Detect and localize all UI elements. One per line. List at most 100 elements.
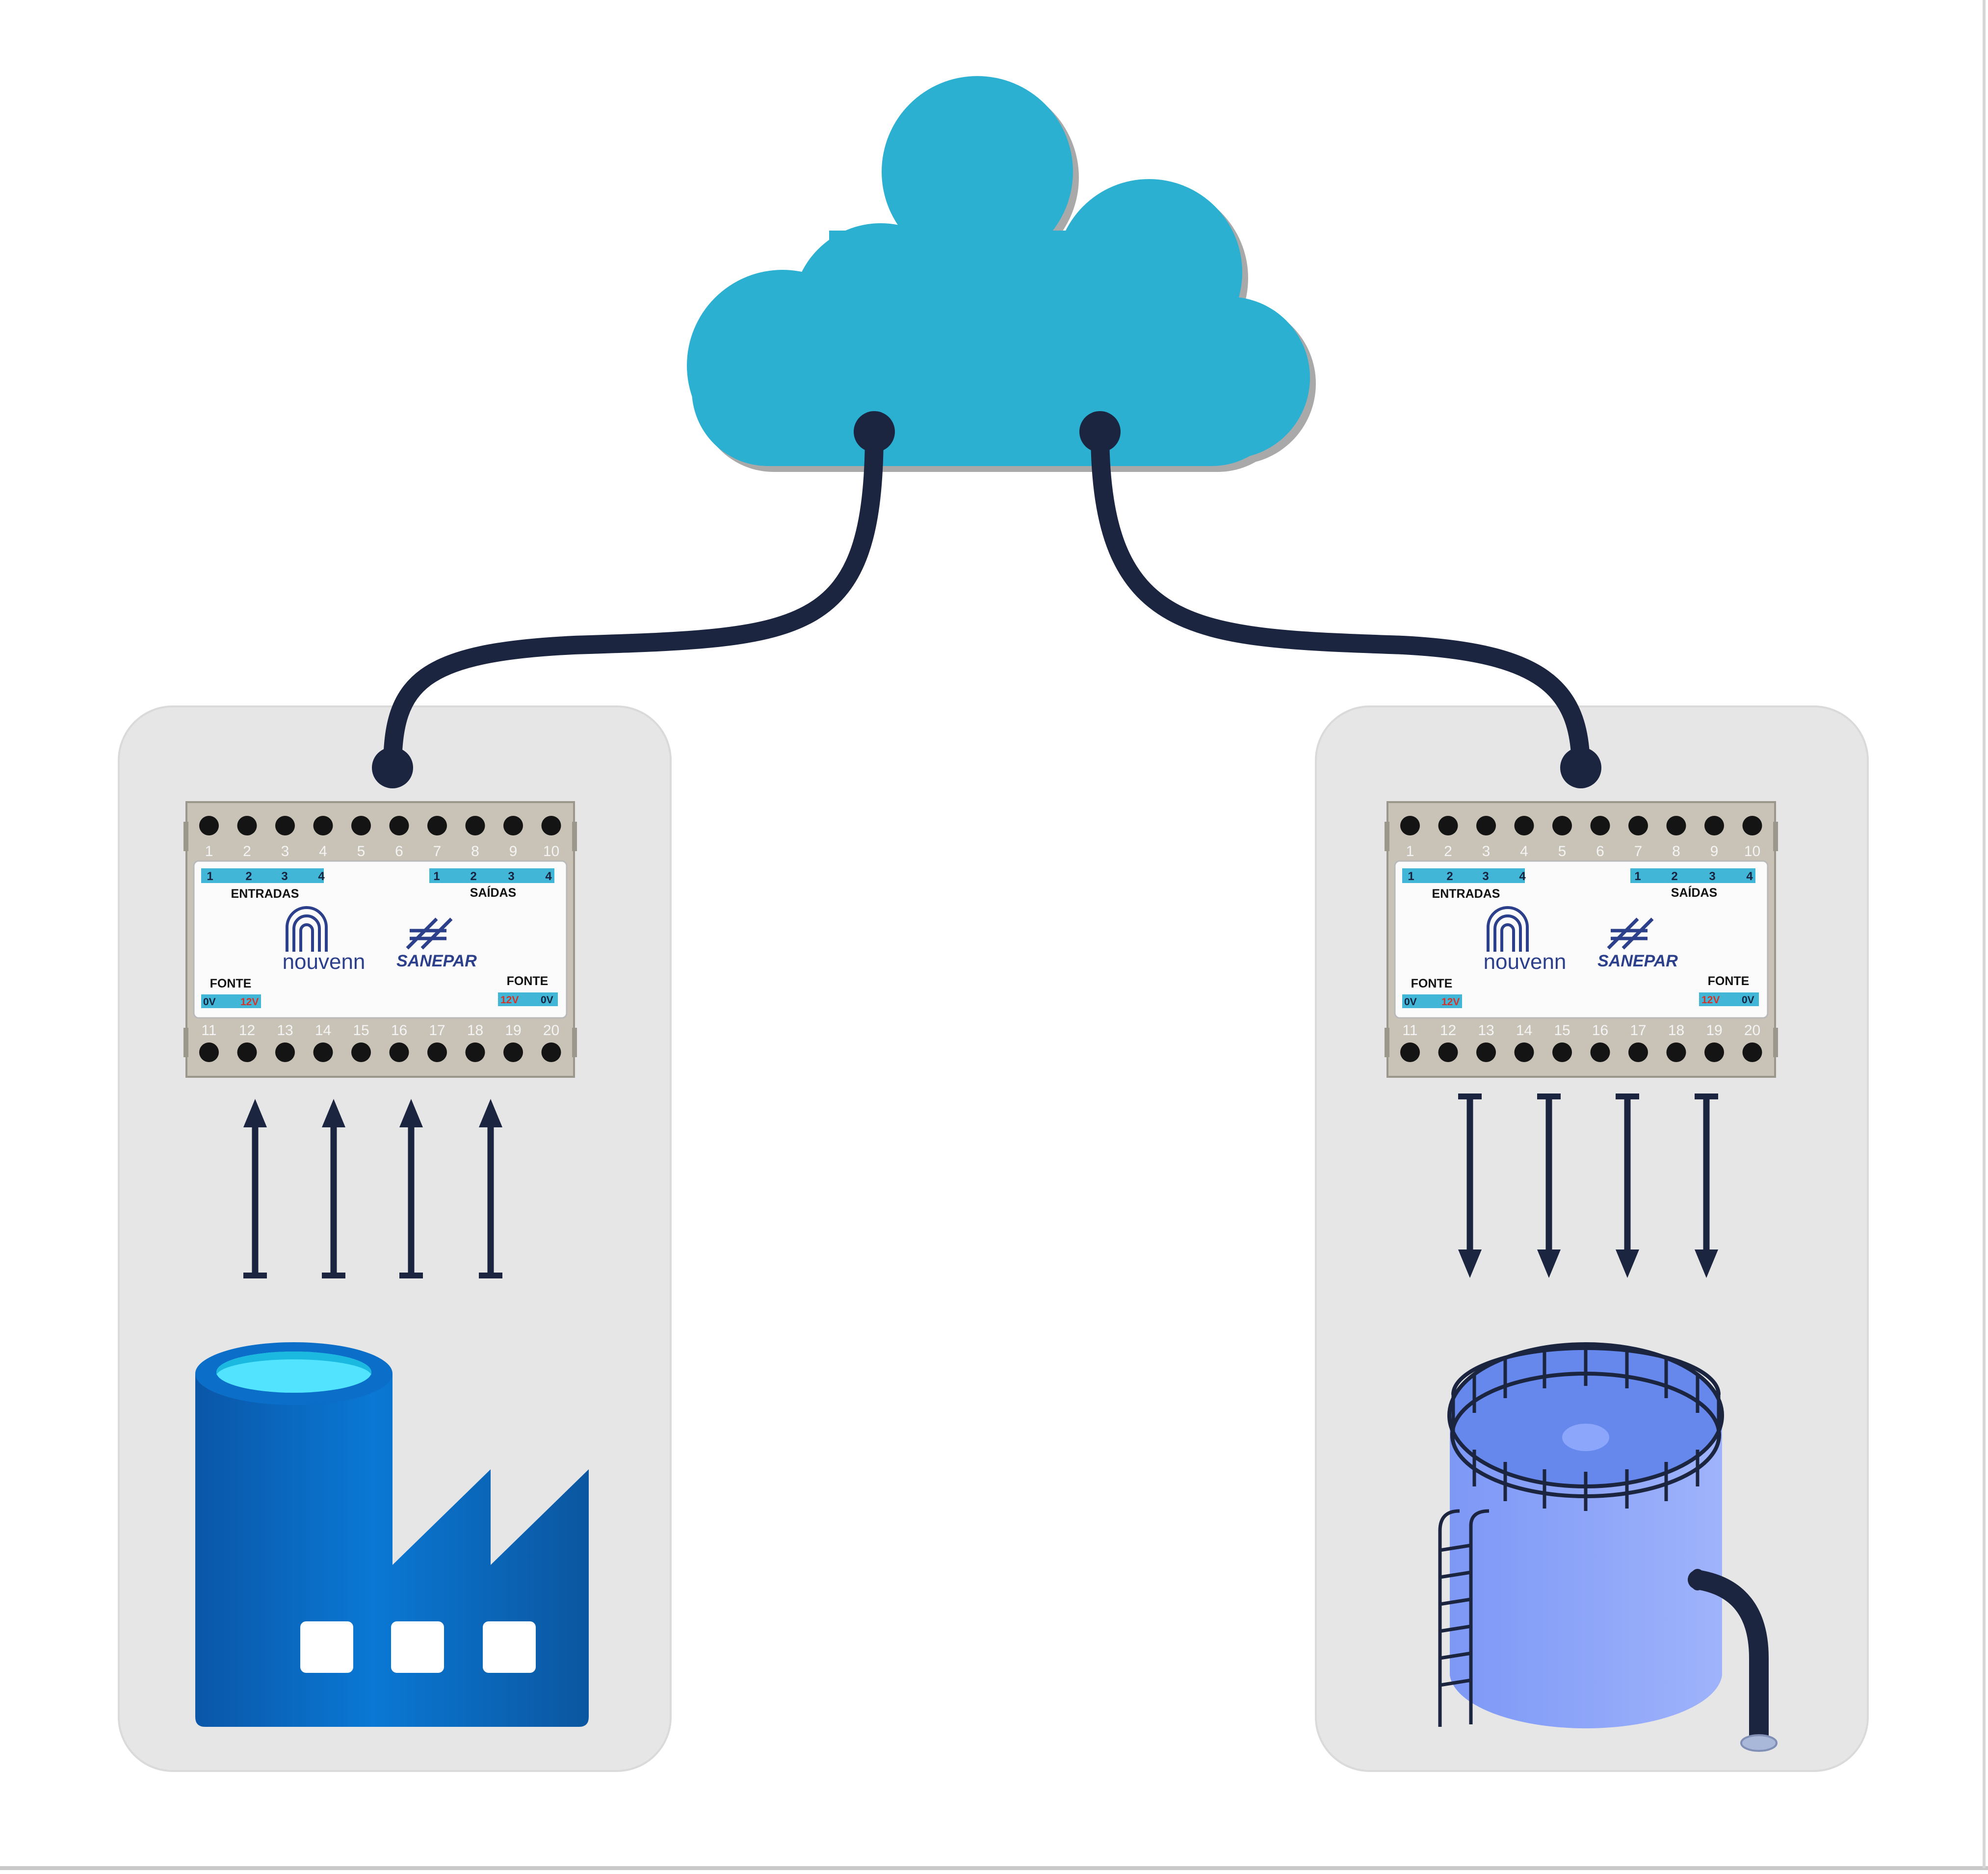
module-notch bbox=[1773, 1028, 1778, 1057]
entradas-strip-2: 2 bbox=[245, 870, 252, 883]
input-signal-arrows bbox=[243, 1099, 502, 1278]
fonte-left-label: FONTE bbox=[1411, 977, 1453, 990]
arrow-up-icon bbox=[479, 1099, 502, 1278]
terminal-hole bbox=[1400, 1042, 1420, 1062]
saidas-strip bbox=[429, 868, 554, 883]
entradas-strip-4: 4 bbox=[1519, 870, 1526, 883]
network-cables bbox=[372, 411, 1601, 788]
terminal-hole bbox=[1514, 1042, 1534, 1062]
arrow-down-icon bbox=[1458, 1093, 1482, 1278]
power-right-12v: 12V bbox=[500, 994, 519, 1006]
terminal-number: 5 bbox=[357, 843, 366, 859]
entradas-strip bbox=[201, 868, 324, 883]
terminal-number: 13 bbox=[277, 1022, 293, 1039]
arrow-down-icon bbox=[1537, 1093, 1561, 1278]
terminal-hole bbox=[1628, 1042, 1648, 1062]
entradas-strip-2: 2 bbox=[1446, 870, 1453, 883]
terminal-hole bbox=[1590, 1042, 1610, 1062]
power-left-12v: 12V bbox=[1441, 996, 1460, 1008]
terminal-number: 9 bbox=[509, 843, 518, 859]
terminal-number: 20 bbox=[543, 1022, 559, 1039]
factory-window bbox=[391, 1621, 444, 1673]
cloud-icon bbox=[687, 76, 1316, 472]
terminal-number: 14 bbox=[315, 1022, 331, 1039]
sanepar-logo-icon bbox=[1607, 917, 1654, 950]
saidas-strip-2: 2 bbox=[1671, 870, 1677, 883]
terminal-number: 13 bbox=[1478, 1022, 1494, 1039]
power-right-strip bbox=[498, 992, 558, 1006]
module-label-panel bbox=[193, 860, 568, 1019]
terminal-hole bbox=[541, 816, 561, 835]
terminal-number: 7 bbox=[433, 843, 442, 859]
module-notch bbox=[1773, 822, 1778, 851]
module-label-panel bbox=[1394, 860, 1769, 1019]
terminal-number: 17 bbox=[1630, 1022, 1646, 1039]
terminal-number: 15 bbox=[353, 1022, 369, 1039]
module-notch bbox=[572, 1028, 577, 1057]
terminal-number: 7 bbox=[1634, 843, 1643, 859]
terminal-number: 18 bbox=[467, 1022, 483, 1039]
terminal-hole bbox=[199, 816, 219, 835]
entradas-label: ENTRADAS bbox=[1432, 887, 1500, 901]
terminal-number: 2 bbox=[1444, 843, 1452, 859]
saidas-strip-4: 4 bbox=[545, 870, 552, 883]
module-notch bbox=[183, 822, 188, 851]
sanepar-brand: SANEPAR bbox=[396, 952, 477, 970]
terminal-number: 9 bbox=[1710, 843, 1719, 859]
module-notch bbox=[1385, 822, 1389, 851]
water-tank-icon bbox=[1438, 1342, 1778, 1752]
terminal-hole bbox=[1476, 816, 1496, 835]
arrow-up-icon bbox=[399, 1099, 423, 1278]
fonte-right-label: FONTE bbox=[1708, 974, 1750, 988]
module-notch bbox=[183, 1028, 188, 1057]
terminal-hole bbox=[427, 1042, 447, 1062]
power-left-12v: 12V bbox=[240, 996, 259, 1008]
saidas-strip-1: 1 bbox=[433, 870, 440, 883]
saidas-label: SAÍDAS bbox=[470, 885, 516, 900]
saidas-label: SAÍDAS bbox=[1671, 885, 1717, 900]
terminal-number: 1 bbox=[205, 843, 213, 859]
cable-right bbox=[1091, 422, 1590, 777]
fonte-right-label: FONTE bbox=[507, 974, 549, 988]
terminal-number: 4 bbox=[1520, 843, 1528, 859]
terminal-number: 12 bbox=[1440, 1022, 1456, 1039]
entradas-strip-1: 1 bbox=[207, 870, 213, 883]
terminal-number: 8 bbox=[1672, 843, 1680, 859]
terminal-number: 15 bbox=[1554, 1022, 1570, 1039]
entradas-strip-1: 1 bbox=[1408, 870, 1414, 883]
power-right-0v: 0V bbox=[541, 994, 553, 1006]
terminal-number: 19 bbox=[1706, 1022, 1722, 1039]
power-right-12v: 12V bbox=[1701, 994, 1720, 1006]
terminal-hole bbox=[313, 1042, 333, 1062]
factory-window bbox=[300, 1621, 353, 1673]
terminal-number: 10 bbox=[543, 843, 559, 859]
power-right-0v: 0V bbox=[1742, 994, 1754, 1006]
module-notch bbox=[1385, 1028, 1389, 1057]
terminal-number: 16 bbox=[391, 1022, 407, 1039]
nouvenn-logo-icon bbox=[1487, 906, 1529, 952]
terminal-hole bbox=[1514, 816, 1534, 835]
terminal-number: 6 bbox=[395, 843, 403, 859]
terminal-hole bbox=[275, 816, 295, 835]
terminal-hole bbox=[427, 816, 447, 835]
terminal-hole bbox=[199, 1042, 219, 1062]
terminal-number: 19 bbox=[505, 1022, 521, 1039]
terminal-hole bbox=[1438, 1042, 1458, 1062]
terminal-number: 18 bbox=[1668, 1022, 1684, 1039]
arrow-down-icon bbox=[1616, 1093, 1639, 1278]
terminal-hole bbox=[275, 1042, 295, 1062]
factory-window bbox=[483, 1621, 536, 1673]
terminal-hole bbox=[237, 816, 257, 835]
terminal-hole bbox=[1438, 816, 1458, 835]
terminal-number: 12 bbox=[239, 1022, 255, 1039]
tank-rail-top bbox=[1451, 1346, 1721, 1395]
terminal-hole bbox=[1704, 1042, 1724, 1062]
terminal-hole bbox=[1666, 1042, 1686, 1062]
fonte-left-label: FONTE bbox=[210, 977, 252, 990]
terminal-hole bbox=[503, 816, 523, 835]
terminal-hole bbox=[1628, 816, 1648, 835]
